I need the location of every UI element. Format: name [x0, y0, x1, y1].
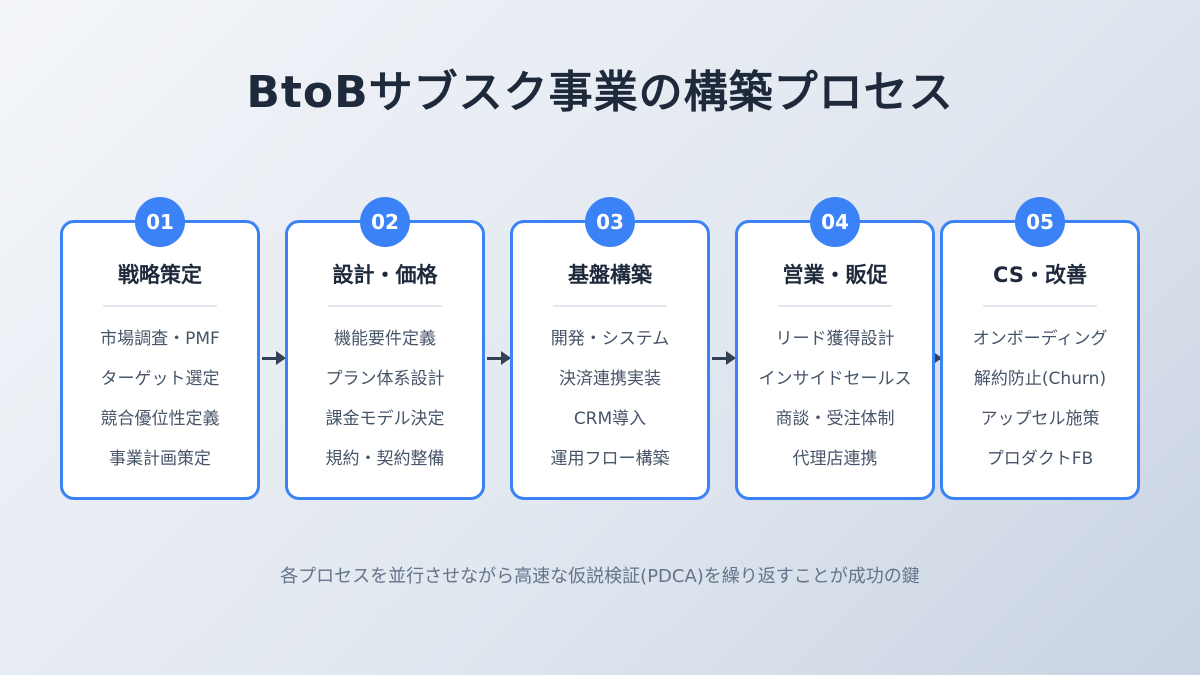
step-item: リード獲得設計: [775, 329, 895, 349]
step-item: 規約・契約整備: [325, 449, 445, 469]
step-card: 01 戦略策定 市場調査・PMF ターゲット選定競合優位性定義事業計画策定: [60, 197, 260, 500]
step-item: 事業計画策定: [109, 449, 211, 469]
step-item: 運用フロー構築: [550, 449, 670, 469]
step-item: アップセル施策: [980, 409, 1100, 429]
footer-note: 各プロセスを並行させながら高速な仮説検証(PDCA)を繰り返すことが成功の鍵: [280, 566, 920, 587]
step-items: 機能要件定義プラン体系設計課金モデル決定規約・契約整備: [288, 327, 482, 487]
arrow-4-5: [932, 351, 942, 365]
step-item: インサイドセールス: [758, 369, 912, 389]
step-item: 課金モデル決定: [325, 409, 445, 429]
divider: [553, 305, 667, 307]
step-card: 05 CS・改善 オンボーディング解約防止(Churn) アップセル施策プロダクト…: [940, 197, 1140, 500]
divider: [778, 305, 892, 307]
step-item: プラン体系設計: [325, 369, 445, 389]
step-item: 商談・受注体制: [775, 409, 895, 429]
step-item: 決済連携実装: [559, 369, 661, 389]
arrow-3-4: [712, 351, 736, 365]
step-items: オンボーディング解約防止(Churn) アップセル施策プロダクトFB: [943, 327, 1137, 487]
step-item: 機能要件定義: [334, 329, 436, 349]
divider: [328, 305, 442, 307]
step-item: 開発・システム: [550, 329, 670, 349]
step-item: 解約防止(Churn): [973, 369, 1107, 389]
step-item: オンボーディング: [972, 329, 1108, 349]
step-title: 戦略策定: [118, 263, 202, 287]
step-number-badge: 02: [360, 197, 410, 247]
step-items: リード獲得設計インサイドセールス商談・受注体制代理店連携: [738, 327, 932, 487]
arrow-1-2: [262, 351, 286, 365]
step-title: CS・改善: [993, 263, 1087, 287]
divider: [103, 305, 217, 307]
arrow-2-3: [487, 351, 511, 365]
step-item: 競合優位性定義: [100, 409, 220, 429]
step-items: 開発・システム決済連携実装 CRM導入運用フロー構築: [513, 327, 707, 487]
step-title: 基盤構築: [568, 263, 652, 287]
step-item: CRM導入: [573, 409, 647, 429]
step-title: 設計・価格: [332, 263, 438, 287]
divider: [983, 305, 1097, 307]
step-card: 03 基盤構築 開発・システム決済連携実装 CRM導入運用フロー構築: [510, 197, 710, 500]
step-item: 市場調査・PMF: [100, 329, 220, 349]
step-item: プロダクトFB: [986, 449, 1094, 469]
step-card: 04 営業・販促 リード獲得設計インサイドセールス商談・受注体制代理店連携: [735, 197, 935, 500]
page-title: BtoBサブスク事業の構築プロセス: [246, 67, 954, 118]
step-item: 代理店連携: [792, 449, 878, 469]
step-number-badge: 04: [810, 197, 860, 247]
step-title: 営業・販促: [782, 263, 888, 287]
step-card: 02 設計・価格 機能要件定義プラン体系設計課金モデル決定規約・契約整備: [285, 197, 485, 500]
step-items: 市場調査・PMF ターゲット選定競合優位性定義事業計画策定: [63, 327, 257, 487]
step-number-badge: 01: [135, 197, 185, 247]
step-number-badge: 05: [1015, 197, 1065, 247]
step-item: ターゲット選定: [100, 369, 220, 389]
step-number-badge: 03: [585, 197, 635, 247]
